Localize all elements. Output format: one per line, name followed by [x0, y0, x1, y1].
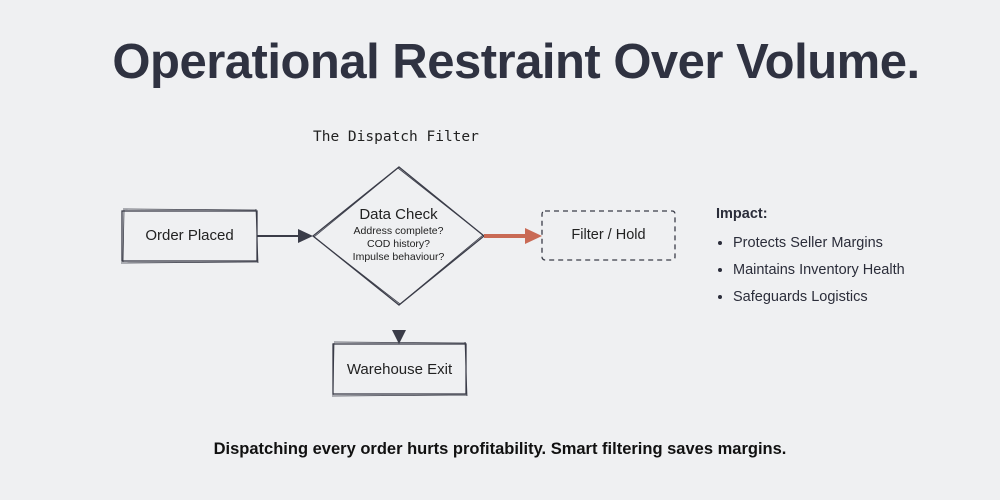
impact-item: Maintains Inventory Health — [733, 257, 905, 284]
warehouse-exit-box — [331, 341, 468, 397]
data-check-questions: Address complete? COD history? Impulse b… — [313, 225, 484, 264]
impact-item: Safeguards Logistics — [733, 284, 905, 311]
data-check-diamond — [311, 166, 486, 306]
data-check-question: Address complete? — [353, 225, 444, 237]
filter-hold-box — [541, 210, 676, 261]
page-title: Operational Restraint Over Volume. — [112, 35, 920, 89]
impact-list: Protects Seller Margins Maintains Invent… — [716, 230, 905, 311]
data-check-title: Data Check — [359, 206, 438, 223]
order-placed-label: Order Placed — [145, 227, 234, 244]
footer-caption: Dispatching every order hurts profitabil… — [213, 440, 787, 458]
data-check-question: COD history? — [366, 238, 430, 250]
filter-hold-label: Filter / Hold — [571, 227, 646, 243]
arrow-check-to-warehouse — [392, 330, 406, 344]
arrow-check-to-filter — [484, 228, 542, 244]
impact-heading: Impact: — [716, 206, 768, 222]
data-check-question: Impulse behaviour? — [352, 251, 445, 263]
warehouse-exit-label: Warehouse Exit — [346, 361, 453, 378]
impact-item: Protects Seller Margins — [733, 230, 905, 257]
arrow-order-to-check — [257, 229, 313, 243]
diagram-title: The Dispatch Filter — [313, 129, 479, 145]
impact-panel: Impact: Protects Seller Margins Maintain… — [716, 206, 905, 311]
